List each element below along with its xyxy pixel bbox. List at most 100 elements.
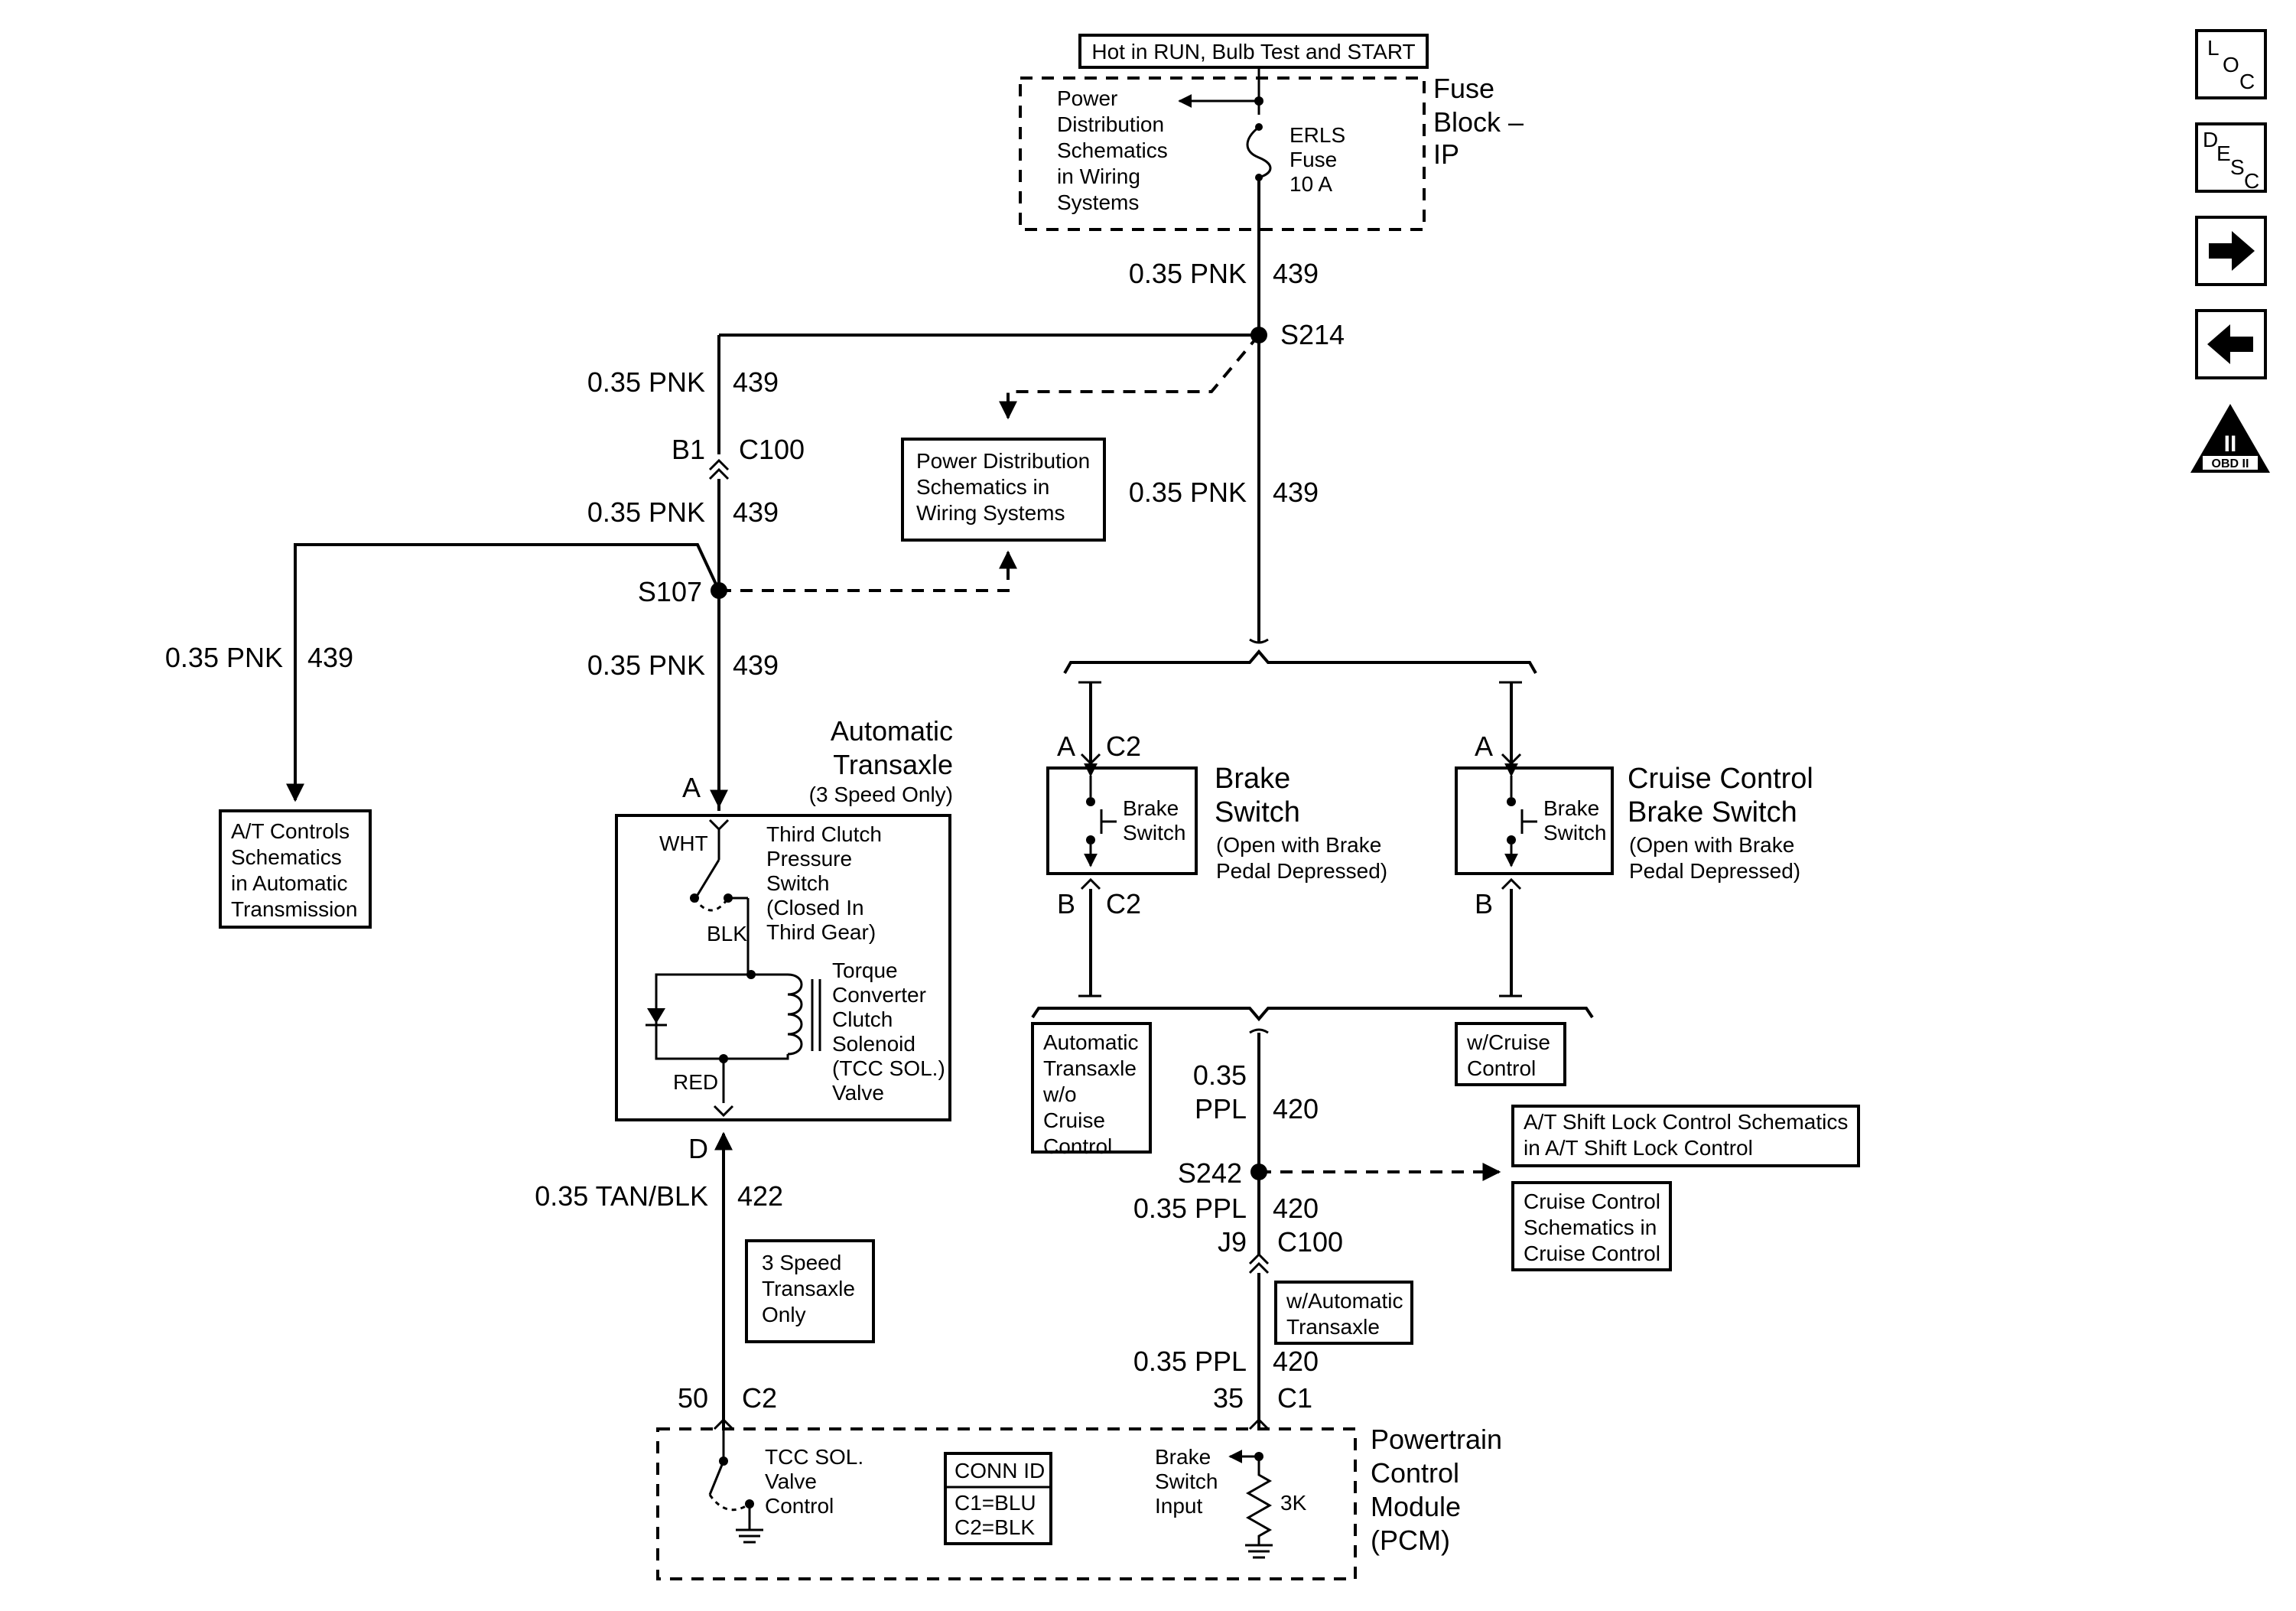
wire-label-w6-circuit: 439 <box>733 649 779 681</box>
splice-s242-label: S242 <box>1178 1157 1242 1189</box>
tcc-switch-link <box>708 1494 750 1512</box>
brake-switch-box <box>1046 766 1198 875</box>
tcc-label-1: TCC SOL. <box>765 1445 863 1469</box>
wire-label-w7-color: PPL <box>1195 1093 1247 1124</box>
option-bracket-bottom <box>1031 1007 1594 1022</box>
transaxle-pin-d <box>713 1105 734 1118</box>
transaxle-title-2: Transaxle <box>833 749 953 780</box>
conn-j9-label: J9 <box>1218 1226 1247 1258</box>
cruise-switch-contact-top <box>1507 797 1516 806</box>
svg-text:D: D <box>2203 128 2218 151</box>
fuse-ref-1: Power <box>1057 86 1117 110</box>
cruise-switch-inner-1: Brake <box>1543 796 1599 820</box>
description-icon[interactable]: D E S C <box>2195 122 2267 193</box>
solenoid-coil <box>787 973 803 1056</box>
conn-a-brake-label: A <box>1057 731 1075 762</box>
tcc-switch-blade <box>708 1460 725 1495</box>
ref-box-power-distribution[interactable]: Power Distribution Schematics in Wiring … <box>901 438 1106 542</box>
conn-b1-label: B1 <box>672 434 705 465</box>
svg-text:Pressure: Pressure <box>766 847 852 871</box>
wire-label-w4-circuit: 439 <box>733 496 779 528</box>
solenoid-label: Torque Converter Clutch Solenoid (TCC SO… <box>832 958 945 1105</box>
wire-label-w4-gauge: 0.35 PNK <box>587 496 705 528</box>
svg-text:(Closed In: (Closed In <box>766 896 864 919</box>
next-page-icon[interactable] <box>2195 216 2267 286</box>
pin-35-label: 35 <box>1213 1382 1244 1414</box>
wire-label-w8-circuit: 420 <box>1273 1193 1319 1224</box>
pcm-module <box>656 1427 1357 1580</box>
splice-s107-label: S107 <box>638 576 702 607</box>
svg-text:w/o: w/o <box>1042 1082 1077 1106</box>
conn-a-cruise-label: A <box>1475 731 1493 762</box>
fuse-ref-4: in Wiring <box>1057 164 1140 188</box>
wire-label-w5-gauge: 0.35 PNK <box>165 642 283 673</box>
fuse-block-title-3: IP <box>1433 138 1459 170</box>
brake-switch-note-2: Pedal Depressed) <box>1216 859 1387 883</box>
dashed-ref-pd-mid <box>719 550 1017 592</box>
conn-b-brake-label: B <box>1057 888 1075 919</box>
svg-text:Only: Only <box>762 1303 806 1326</box>
location-icon[interactable]: L O C <box>2195 29 2267 99</box>
ref-pd-line-3: Wiring Systems <box>916 501 1065 525</box>
ref-box-cruise-schematics[interactable]: Cruise Control Schematics in Cruise Cont… <box>1511 1181 1672 1271</box>
wire-color-red: RED <box>673 1070 718 1094</box>
svg-text:Transaxle: Transaxle <box>1043 1056 1137 1080</box>
obd-ii-icon[interactable]: II OBD II <box>2190 404 2270 473</box>
tcc-label-2: Valve <box>765 1469 817 1493</box>
svg-text:Schematics in: Schematics in <box>1524 1216 1657 1239</box>
fuse-block: Fuse Block – IP ERLS Fuse 10 A Power Dis… <box>1019 73 1524 231</box>
conn-c1-pcm-label: C1 <box>1277 1382 1312 1414</box>
svg-text:OBD II: OBD II <box>2212 457 2249 470</box>
conn-cruise-bottom <box>1501 877 1522 890</box>
option-box-at-wo-cruise: Automatic Transaxle w/o Cruise Control <box>1031 1022 1152 1158</box>
brake-input-label-3: Input <box>1155 1494 1202 1518</box>
brake-switch-inner-2: Switch <box>1123 821 1185 845</box>
wire-label-w5-circuit: 439 <box>307 642 353 673</box>
ref-at-line-3: in Automatic <box>231 871 348 895</box>
previous-page-icon[interactable] <box>2195 309 2267 379</box>
wire-label-w8-gauge: 0.35 PPL <box>1133 1193 1247 1224</box>
svg-text:II: II <box>2224 431 2237 457</box>
svg-text:Valve: Valve <box>832 1081 884 1105</box>
svg-text:Transaxle: Transaxle <box>1286 1315 1380 1339</box>
cruise-switch-inner-2: Switch <box>1543 821 1606 845</box>
cruise-switch-note-2: Pedal Depressed) <box>1629 859 1800 883</box>
svg-text:w/Automatic: w/Automatic <box>1286 1289 1403 1313</box>
brake-switch-title-1: Brake <box>1215 763 1290 795</box>
fuse-ref-2: Distribution <box>1057 112 1164 136</box>
ref-pd-line-1: Power Distribution <box>916 449 1090 473</box>
conn-d-transaxle-label: D <box>688 1133 708 1164</box>
note-box-3-speed: 3 Speed Transaxle Only <box>745 1239 875 1343</box>
wire-label-w2-circuit: 439 <box>1273 477 1319 508</box>
wire-label-w9-circuit: 420 <box>1273 1346 1319 1377</box>
svg-text:3 Speed: 3 Speed <box>762 1251 841 1274</box>
transaxle-component-box <box>615 814 951 1121</box>
resistor-3k <box>1245 1456 1273 1545</box>
conn-c100b-label: C100 <box>1277 1226 1343 1258</box>
fuse-label-2: Fuse <box>1289 148 1337 171</box>
ref-box-shift-lock[interactable]: A/T Shift Lock Control Schematics in A/T… <box>1511 1105 1860 1167</box>
ref-box-at-controls[interactable]: A/T Controls Schematics in Automatic Tra… <box>219 809 372 929</box>
conn-c100b-symbol <box>1248 1252 1270 1274</box>
svg-text:Solenoid: Solenoid <box>832 1032 915 1056</box>
svg-text:E: E <box>2216 142 2231 165</box>
brake-switch-contact-bottom <box>1086 835 1095 845</box>
option-bracket-top <box>1063 649 1537 674</box>
wire-label-w1-gauge: 0.35 PNK <box>1129 258 1247 289</box>
pcm-title-4: (PCM) <box>1371 1525 1450 1556</box>
ppl-break <box>1249 1028 1269 1034</box>
wire-label-w3-gauge: 0.35 PNK <box>587 366 705 398</box>
transaxle-title-1: Automatic <box>831 715 953 747</box>
coil-bottom-wire <box>724 1054 789 1060</box>
svg-text:Third Gear): Third Gear) <box>766 920 876 944</box>
pressure-switch-label: Third Clutch Pressure Switch (Closed In … <box>766 822 882 944</box>
svg-text:A/T Shift Lock Control Schemat: A/T Shift Lock Control Schematics <box>1524 1110 1848 1134</box>
wire-label-w10-circuit: 422 <box>737 1180 783 1212</box>
ref-pd-line-2: Schematics in <box>916 475 1049 499</box>
svg-text:L: L <box>2207 36 2220 60</box>
svg-text:C: C <box>2239 70 2255 93</box>
conn-c2-brake-top-label: C2 <box>1106 731 1141 762</box>
pcm-pin-50-symbol <box>713 1417 734 1430</box>
cruise-switch-title-1: Cruise Control <box>1628 763 1813 795</box>
